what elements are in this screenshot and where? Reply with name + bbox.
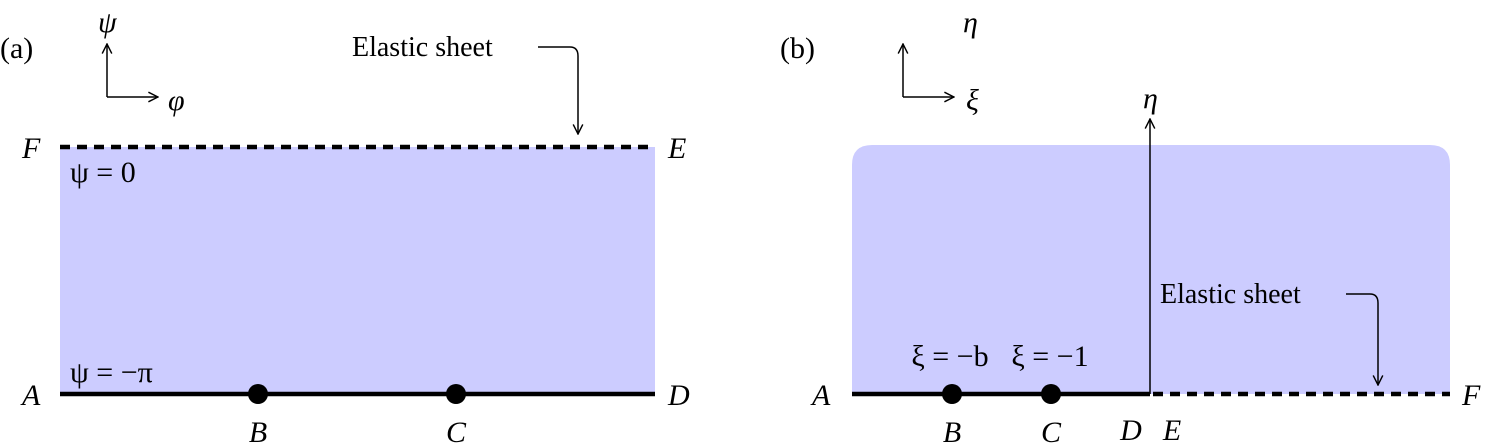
- phi-axis-label: φ: [168, 84, 185, 117]
- xi-axis-label: ξ: [966, 84, 979, 117]
- point-c-marker-a: [446, 384, 466, 404]
- point-b-condition: ξ = −b: [911, 340, 988, 373]
- label-f-a: F: [21, 132, 41, 165]
- annotation-arrow-a: [538, 46, 578, 134]
- point-b-marker-b: [942, 384, 962, 404]
- panel-a-tag: (a): [0, 32, 33, 65]
- point-c-condition: ξ = −1: [1011, 340, 1088, 373]
- bottom-condition: ψ = −π: [70, 356, 153, 389]
- label-f-b: F: [1461, 379, 1481, 412]
- fluid-region-a: [60, 147, 655, 394]
- label-b-a: B: [249, 416, 267, 447]
- fluid-region-b: [852, 145, 1450, 394]
- elastic-sheet-annotation-b: Elastic sheet: [1160, 279, 1301, 310]
- point-b-marker-a: [248, 384, 268, 404]
- annotation-arrow-b: [1346, 293, 1378, 385]
- label-e-a: E: [667, 132, 686, 165]
- label-c-b: C: [1041, 416, 1062, 447]
- label-d-a: D: [667, 379, 690, 412]
- label-e-b: E: [1162, 414, 1181, 447]
- eta-axis-label: η: [963, 6, 978, 39]
- label-d-b: D: [1119, 414, 1142, 447]
- panel-a: (a) ψ φ Elastic sheet F E ψ = 0 ψ = −π A…: [0, 6, 690, 447]
- eta-vertical-axis-label: η: [1143, 82, 1158, 115]
- point-c-marker-b: [1041, 384, 1061, 404]
- panel-b-tag: (b): [780, 32, 815, 65]
- label-a-a: A: [20, 379, 41, 412]
- psi-axis-label: ψ: [98, 6, 118, 39]
- label-b-b: B: [943, 416, 961, 447]
- label-c-a: C: [446, 416, 467, 447]
- top-condition: ψ = 0: [70, 156, 136, 189]
- panel-b: (b) η ξ η Elastic sheet ξ = −b ξ = −1 A …: [780, 6, 1481, 447]
- elastic-sheet-annotation-a: Elastic sheet: [352, 32, 493, 63]
- label-a-b: A: [810, 379, 831, 412]
